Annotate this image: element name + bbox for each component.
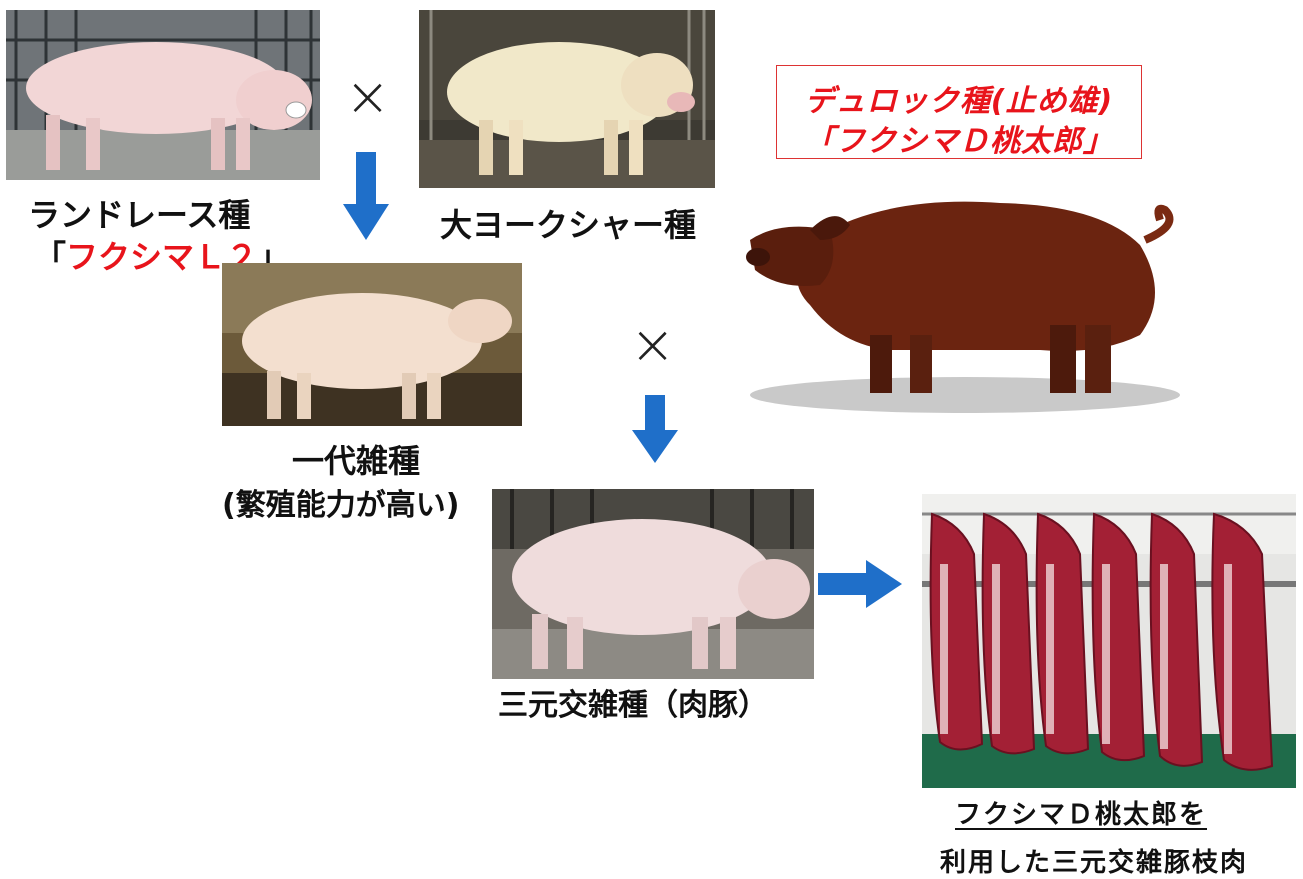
three-way-cross-label: 三元交雑種（肉豚） [498, 688, 768, 723]
duroc-title-line1: デュロック種(止め雄) [804, 84, 1114, 119]
duroc-title-line2: 「フクシマＤ桃太郎」 [804, 124, 1114, 159]
arrow-down-icon [632, 395, 678, 463]
cross-symbol: × [630, 313, 676, 376]
cross-symbol: × [345, 65, 391, 128]
f1-hybrid-pig-photo [222, 263, 522, 426]
f1-hybrid-label: 一代雑種 [292, 442, 421, 480]
yorkshire-pig-photo [419, 10, 715, 188]
pork-carcass-photo [922, 494, 1296, 788]
arrow-right-icon [818, 560, 902, 608]
duroc-pig-photo [740, 185, 1180, 425]
arrow-down-icon [343, 152, 389, 240]
landrace-strain-label: 「フクシマＬ２」 [34, 232, 290, 278]
f1-hybrid-note: (繁殖能力が高い) [222, 488, 460, 523]
result-caption-line1: フクシマＤ桃太郎を [955, 800, 1208, 830]
duroc-title-box: デュロック種(止め雄) 「フクシマＤ桃太郎」 [776, 65, 1142, 159]
open-bracket: 「 [34, 238, 67, 276]
landrace-pig-photo [6, 10, 320, 180]
result-caption-line2: 利用した三元交雑豚枝肉 [940, 848, 1249, 878]
yorkshire-label: 大ヨークシャー種 [440, 206, 697, 244]
three-way-cross-pig-photo [492, 489, 814, 679]
landrace-label: ランドレース種 [28, 196, 251, 234]
